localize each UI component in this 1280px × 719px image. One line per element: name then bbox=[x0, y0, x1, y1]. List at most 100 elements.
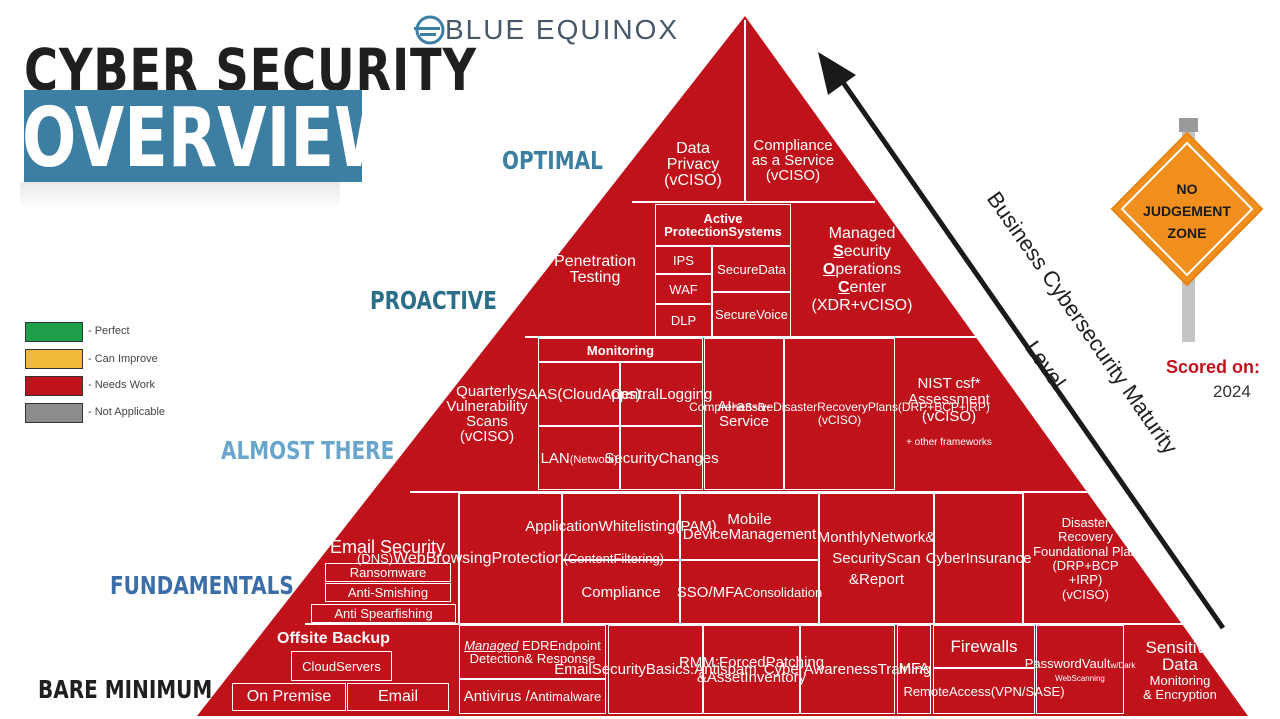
title-line2: OVERVIEW bbox=[22, 91, 405, 186]
soc-l5: (XDR+vCISO) bbox=[811, 296, 913, 314]
legend-label-perfect: - Perfect bbox=[88, 325, 130, 337]
legend-swatch-perfect bbox=[25, 322, 83, 342]
cell-ransomware: Ransomware bbox=[325, 563, 451, 582]
dr-l6: (vCISO) bbox=[1062, 586, 1109, 602]
rmm-l5: Inventory bbox=[744, 668, 807, 686]
dr-l1: Disaster bbox=[1061, 515, 1110, 531]
scored-on-year: 2024 bbox=[1213, 382, 1251, 401]
ai-service-l1: AI-as-a- bbox=[717, 398, 771, 415]
legend-label-can-improve: - Can Improve bbox=[88, 353, 158, 365]
cell-waf: WAF bbox=[655, 274, 712, 304]
pen-testing-l1: Penetration bbox=[554, 253, 636, 270]
drp-l2: Disaster bbox=[773, 399, 818, 414]
dr-l2: Recovery bbox=[1058, 529, 1113, 545]
optimal-divider bbox=[744, 20, 746, 202]
soc-l1: Managed bbox=[828, 225, 896, 243]
sign-line2: JUDGEMENT bbox=[1143, 203, 1231, 219]
app-whitelisting-l1: Application bbox=[525, 518, 599, 535]
tier-almost-there: ALMOST THERE bbox=[221, 436, 395, 465]
vault-l5: Scanning bbox=[1071, 673, 1105, 683]
tier-optimal: OPTIMAL bbox=[502, 146, 603, 175]
mfa-l3: A bbox=[919, 660, 930, 678]
vault-l1: Password bbox=[1024, 655, 1082, 671]
sensitive-l1: Sensitive bbox=[1145, 637, 1215, 657]
cell-ips: IPS bbox=[655, 246, 712, 274]
cell-managed-soc: Managed Security Operations Center (XDR+… bbox=[792, 204, 932, 336]
ai-service-l2: Service bbox=[718, 413, 770, 430]
web-l4: Protection bbox=[491, 549, 564, 567]
cloud-servers-l1: Cloud bbox=[302, 658, 337, 674]
cell-web-protection: (DNS)WebBrowsingProtection(ContentFilter… bbox=[357, 493, 664, 624]
secure-data-l2: Data bbox=[758, 261, 786, 277]
central-logging-l1: Central bbox=[610, 385, 659, 403]
cell-app-whitelisting: ApplicationWhitelisting(PAM) bbox=[525, 493, 717, 560]
data-privacy-l2: Privacy bbox=[666, 156, 720, 173]
soc-l3: Operations bbox=[812, 261, 913, 279]
cell-central-logging: CentralLogging bbox=[611, 362, 712, 426]
cell-comprehensive-drp: ComprehensiveDisasterRecoveryPlans(DRP+B… bbox=[689, 338, 990, 490]
legend-label-not-applicable: - Not Applicable bbox=[88, 406, 166, 418]
antivirus-l1: Antivirus / bbox=[463, 688, 530, 705]
cell-active-protection: Active ProtectionSystems bbox=[655, 204, 791, 246]
monthly-l2: Network bbox=[870, 529, 926, 546]
web-l2: Web bbox=[393, 549, 426, 567]
drp-l5: (DRP+BCP bbox=[897, 399, 959, 414]
dr-l5: +IRP) bbox=[1068, 572, 1103, 588]
remote-l3: (VPN/SASE) bbox=[990, 683, 1065, 699]
dr-l4: (DRP+BCP bbox=[1052, 558, 1119, 573]
sso-l1: SSO/MFA bbox=[676, 583, 744, 601]
cell-ai-service: AI-as-a-Service bbox=[704, 338, 784, 490]
title-highlight bbox=[24, 90, 362, 182]
soc-l4-rest: enter bbox=[849, 278, 887, 296]
cell-email-backup: Email bbox=[347, 683, 449, 711]
cell-sso-mfa: SSO/MFAConsolidation bbox=[676, 560, 822, 624]
security-changes-l1: Security bbox=[604, 449, 659, 467]
compliance-service-l1: Compliance bbox=[753, 136, 833, 154]
cell-saas: SAAS(CloudApps) bbox=[517, 362, 641, 426]
sign-text: NO JUDGEMENT ZONE bbox=[1130, 178, 1244, 244]
tier-bare-minimum: BARE MINIMUM bbox=[38, 675, 213, 704]
rmm-l2: Forced bbox=[718, 653, 766, 671]
app-whitelisting-l2: Whitelisting bbox=[598, 518, 676, 535]
drp-l3: Recovery bbox=[817, 399, 868, 414]
central-logging-l2: Logging bbox=[658, 385, 713, 403]
email-basics-l3: Basics: bbox=[645, 661, 695, 678]
remote-l2: Access bbox=[948, 683, 991, 699]
cell-lan: LAN(Network) bbox=[538, 426, 620, 490]
web-l6: Filtering) bbox=[613, 550, 665, 566]
awareness-l3: Training bbox=[877, 661, 932, 678]
mfa-l1: M bbox=[898, 660, 912, 678]
email-security-title: Email Security bbox=[330, 537, 446, 557]
cell-on-premise: On Premise bbox=[232, 683, 346, 711]
monthly-l5: Report bbox=[858, 571, 905, 588]
fund-divider-2 bbox=[1023, 493, 1024, 624]
data-privacy-l1: Data bbox=[676, 140, 710, 157]
cell-monitoring: Monitoring bbox=[538, 338, 703, 362]
monthly-l4: Scan & bbox=[848, 550, 921, 588]
active-protection-l2: Systems bbox=[728, 224, 782, 239]
cyber-insurance-l2: Insurance bbox=[965, 550, 1032, 567]
sensitive-l3: Monitoring bbox=[1149, 673, 1211, 689]
cell-cyber-insurance: CyberInsurance bbox=[926, 493, 1031, 624]
sign-line3: ZONE bbox=[1167, 225, 1207, 241]
mdm-l2: Management bbox=[728, 525, 817, 543]
cell-firewalls: Firewalls bbox=[933, 625, 1035, 668]
antivirus-l2: Antimalware bbox=[529, 689, 602, 704]
legend-swatch-can-improve bbox=[25, 349, 83, 369]
web-l5: (Content bbox=[563, 550, 614, 566]
lan-l2: (Network) bbox=[569, 453, 618, 466]
quarterly-l3: Scans bbox=[466, 413, 508, 430]
remote-l1: Remote bbox=[903, 683, 949, 699]
cell-anti-spearfishing: Anti Spearfishing bbox=[311, 604, 456, 623]
vault-l2: Vault bbox=[1081, 655, 1111, 671]
monthly-l1: Monthly bbox=[817, 529, 871, 546]
nist-l2: Assessment bbox=[908, 391, 990, 409]
quarterly-l4: (vCISO) bbox=[459, 428, 515, 445]
cell-monthly-scan: MonthlyNetwork& SecurityScan &Report bbox=[817, 493, 935, 624]
tier-proactive: PROACTIVE bbox=[370, 286, 497, 315]
